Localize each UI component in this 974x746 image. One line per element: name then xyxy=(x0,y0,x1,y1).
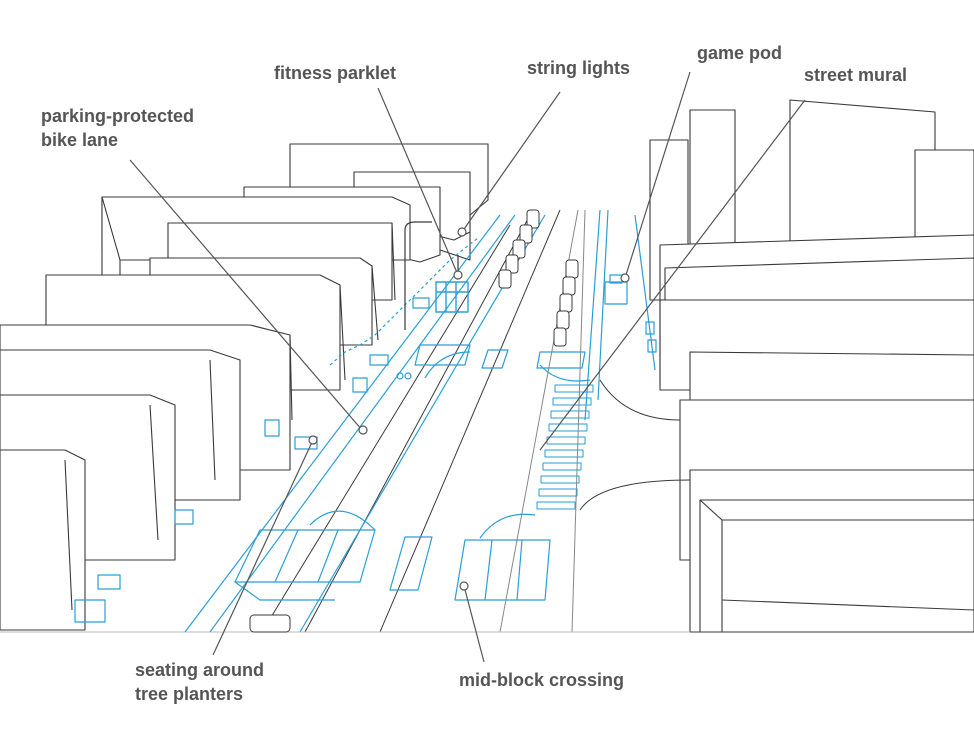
fitness-parklet-structure xyxy=(435,281,469,313)
leader-game-pod xyxy=(624,71,691,279)
bench-2 xyxy=(174,509,194,525)
right-curb-2 xyxy=(597,209,609,401)
crosswalk-stripes xyxy=(536,384,594,510)
leader-string-lights xyxy=(461,91,561,233)
endpoint-game-pod xyxy=(620,273,630,283)
right-buildings xyxy=(649,99,974,633)
building-8 xyxy=(0,449,86,631)
bench-3 xyxy=(264,419,280,437)
planter-box xyxy=(352,377,368,393)
label-street-mural: street mural xyxy=(804,65,908,85)
label-string-lights: string lights xyxy=(527,58,630,78)
label-seating-line2: tree planters xyxy=(135,684,244,704)
endpoint-bike-lane xyxy=(358,425,368,435)
tree-planter-3 xyxy=(412,297,430,309)
tree-planter-1 xyxy=(294,436,318,450)
label-game-pod: game pod xyxy=(697,43,783,63)
label-seating-line1: seating around xyxy=(135,660,265,680)
curb-line-outer xyxy=(184,214,501,633)
tree-planter-2 xyxy=(369,354,389,366)
building-r-7 xyxy=(699,499,974,633)
leader-endpoints xyxy=(308,227,630,591)
streetscape-elements xyxy=(74,209,657,633)
leader-street-mural xyxy=(539,99,806,451)
label-bike-lane-line1: parking-protected xyxy=(41,106,195,126)
endpoint-fitness-parklet xyxy=(453,270,463,280)
leader-lines xyxy=(129,71,806,663)
game-pod-structure xyxy=(604,281,628,305)
building-r-side xyxy=(914,149,974,251)
left-buildings xyxy=(0,143,489,631)
bench-1 xyxy=(97,574,121,590)
label-bike-lane-line2: bike lane xyxy=(41,130,119,150)
endpoint-mid-block xyxy=(459,581,469,591)
building-r-back xyxy=(789,99,936,246)
leader-fitness-parklet xyxy=(377,87,459,276)
leader-bike-lane xyxy=(129,159,363,431)
label-mid-block-crossing: mid-block crossing xyxy=(459,670,625,690)
label-fitness-parklet: fitness parklet xyxy=(274,63,397,83)
endpoint-string-lights xyxy=(457,227,467,237)
upper-crossing xyxy=(414,344,591,382)
endpoint-seating xyxy=(308,435,318,445)
lower-crossing xyxy=(234,510,551,601)
leader-mid-block xyxy=(463,585,485,663)
curb-line-inner xyxy=(209,214,516,633)
leader-seating xyxy=(212,439,314,656)
parked-cars xyxy=(249,209,579,633)
bench-4 xyxy=(74,599,106,623)
